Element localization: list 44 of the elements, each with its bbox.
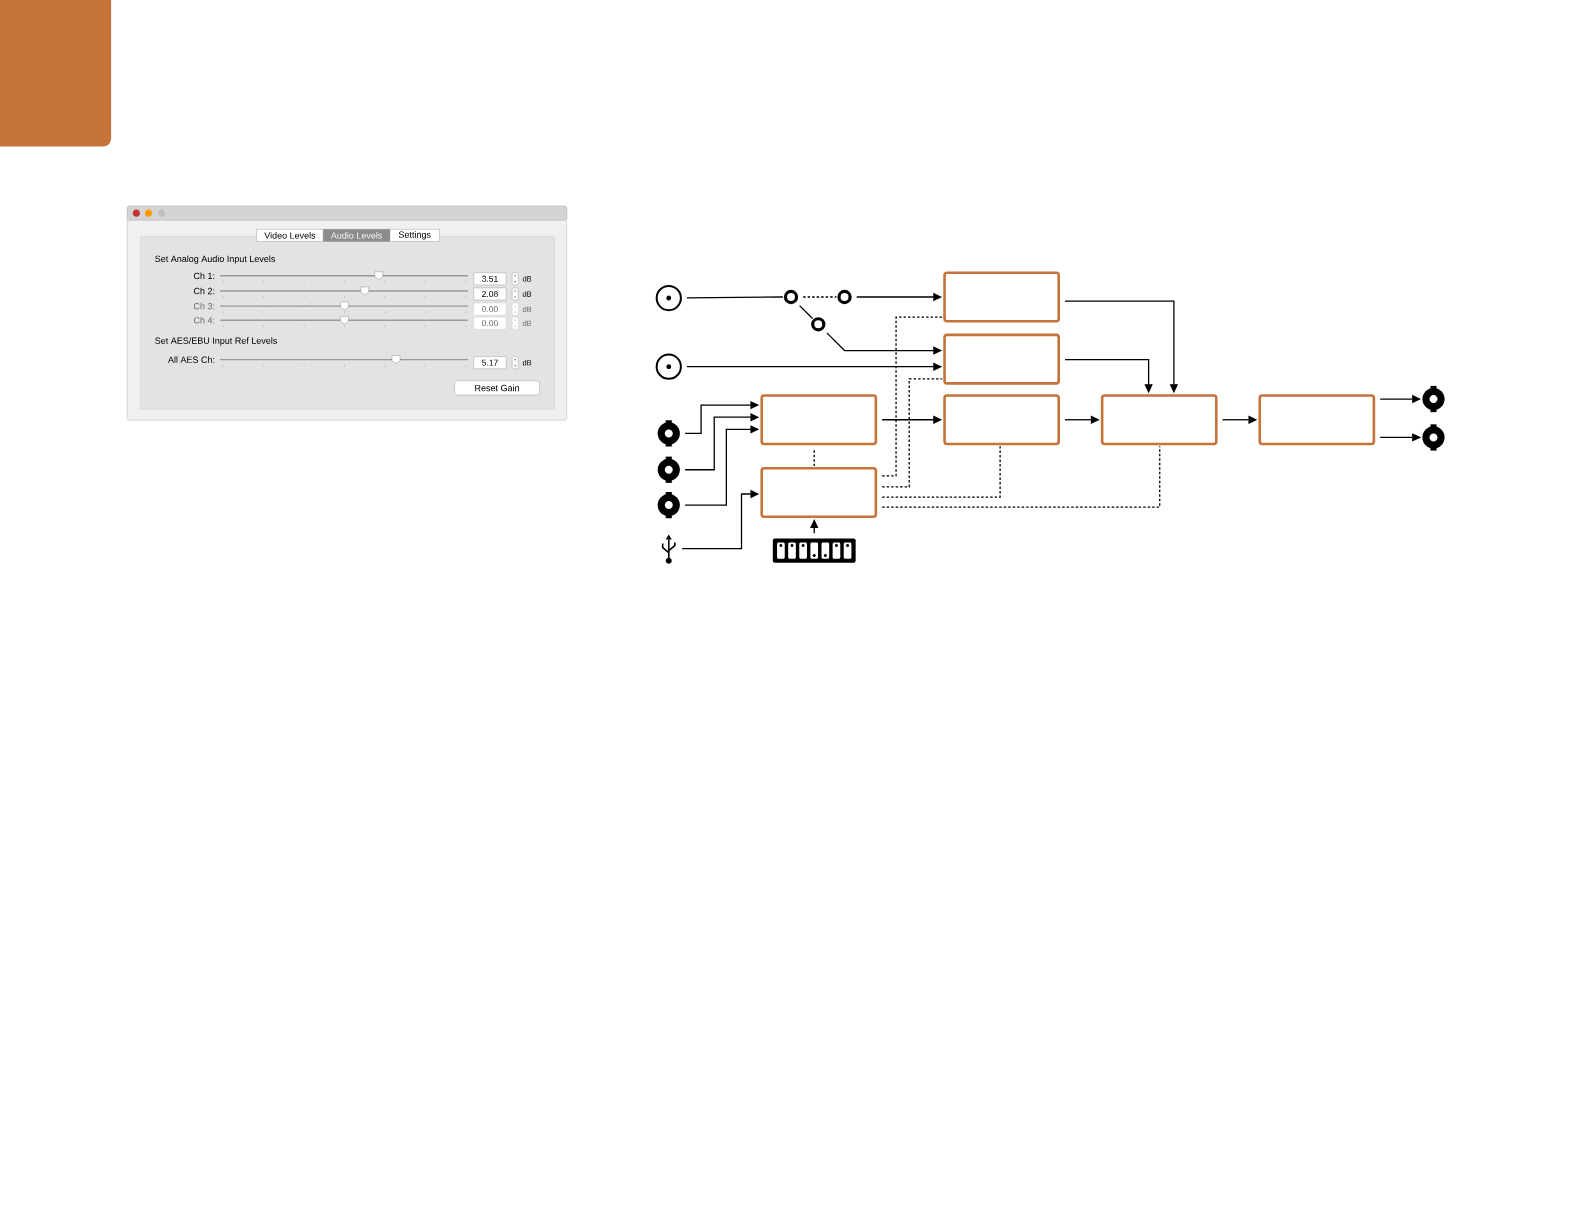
- connector-icon: [657, 456, 680, 483]
- connector-line: [802, 296, 838, 298]
- jack-icon: [655, 284, 682, 312]
- block-box: [760, 394, 878, 446]
- tab: Settings: [389, 229, 440, 242]
- block-box: [943, 394, 1060, 446]
- arrow: [810, 519, 819, 534]
- jack-icon: [655, 353, 682, 380]
- block-box: [943, 271, 1060, 323]
- connector-icon: [657, 420, 680, 447]
- slider-label: Ch 3:: [193, 302, 215, 310]
- tab: Video Levels: [256, 229, 324, 242]
- value-field: 5.17: [473, 356, 507, 369]
- connector-line: [881, 316, 943, 477]
- connector-line: [813, 449, 815, 467]
- block-box: [1258, 394, 1376, 446]
- tab: Audio Levels: [323, 229, 391, 242]
- switch-contact: [837, 289, 852, 305]
- usb-icon: [661, 534, 676, 564]
- switch-contact: [811, 317, 826, 332]
- value-field: 3.51: [473, 272, 507, 286]
- connector-icon: [1422, 385, 1445, 413]
- value-field: 0.00: [473, 317, 507, 330]
- connector-line: [686, 296, 784, 299]
- connector-line: [881, 445, 1001, 498]
- block-box: [760, 466, 878, 518]
- reset-button: Reset Gain: [454, 380, 540, 396]
- dip-switch-icon: [772, 538, 856, 563]
- connector-line: [881, 445, 1161, 508]
- section-heading: Set Analog Audio Input Levels: [155, 255, 275, 264]
- slider-label: Ch 1:: [193, 272, 215, 280]
- value-field: 0.00: [473, 302, 507, 316]
- slider-label: All AES Ch:: [167, 356, 215, 363]
- section-heading: Set AES/EBU Input Ref Levels: [155, 337, 277, 346]
- block-box: [1100, 394, 1218, 446]
- block-box: [943, 333, 1060, 385]
- connector-line: [881, 378, 943, 488]
- connector-line: [798, 304, 814, 320]
- value-field: 2.08: [473, 287, 507, 301]
- connector-icon: [1422, 424, 1445, 451]
- switch-contact: [783, 289, 799, 305]
- slider-label: Ch 4:: [193, 316, 215, 324]
- slider-label: Ch 2:: [193, 287, 215, 295]
- connector-icon: [657, 492, 680, 519]
